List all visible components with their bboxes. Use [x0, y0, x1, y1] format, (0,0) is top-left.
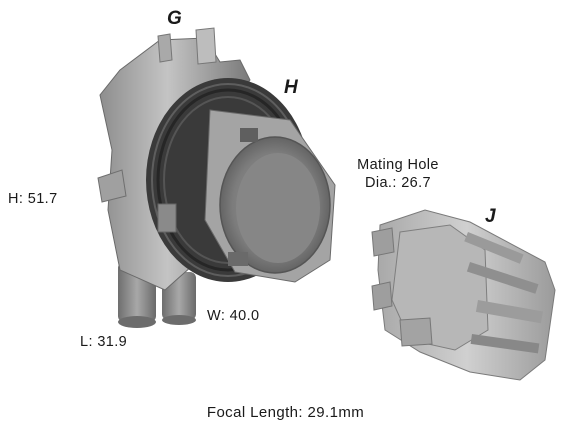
secondary-lock-clip [371, 209, 556, 381]
height-dimension: H: 51.7 [8, 191, 58, 207]
mating-hole-label: Mating Hole Dia.: 26.7 [339, 156, 457, 192]
focal-length-caption: Focal Length: 29.1mm [206, 404, 365, 421]
width-dimension: W: 40.0 [207, 308, 260, 324]
mating-hole-diameter: Dia.: 26.7 [364, 175, 432, 191]
mating-hole-title: Mating Hole [357, 157, 439, 173]
callout-j: J [485, 206, 496, 227]
connector-housing [97, 27, 336, 328]
callout-g: G [167, 8, 182, 29]
callout-h: H [284, 77, 298, 98]
length-dimension: L: 31.9 [80, 334, 128, 350]
